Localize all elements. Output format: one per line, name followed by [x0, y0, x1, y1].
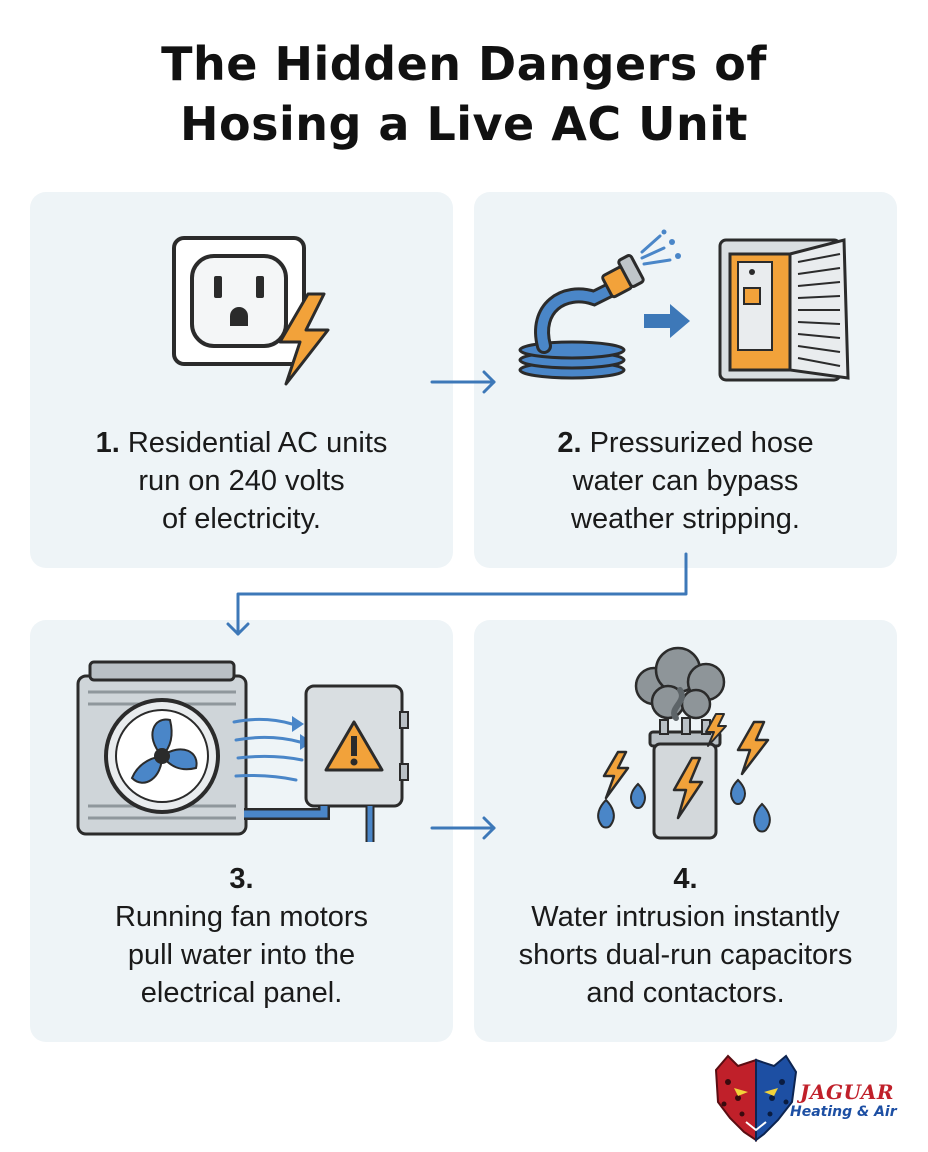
- step-4-line-3: and contactors.: [586, 977, 785, 1009]
- step-card-3: 3. Running fan motors pull water into th…: [30, 620, 453, 1042]
- step-2-line-3: weather stripping.: [571, 503, 800, 535]
- hose-spraying-ac-unit-icon: [518, 229, 850, 382]
- smoking-capacitor-icon: [597, 646, 771, 840]
- step-text-1: 1. Residential AC units run on 240 volts…: [40, 424, 443, 538]
- title-line-2: Hosing a Live AC Unit: [179, 97, 748, 151]
- page-title: The Hidden Dangers of Hosing a Live AC U…: [0, 34, 928, 154]
- jaguar-head-logo-icon: [714, 1054, 798, 1142]
- step-1-line-2: run on 240 volts: [138, 465, 345, 497]
- step-number-4: 4.: [673, 863, 698, 895]
- brand-wordmark: JAGUAR: [800, 1080, 895, 1104]
- step-3-line-1: Running fan motors: [114, 901, 369, 933]
- step-4-line-1: Water intrusion instantly: [531, 901, 840, 933]
- step-4-line-2: shorts dual-run capacitors: [518, 939, 853, 971]
- step-number-1: 1.: [95, 427, 120, 459]
- step-number-3: 3.: [229, 863, 254, 895]
- step-card-4: 4. Water intrusion instantly shorts dual…: [474, 620, 897, 1042]
- step-card-1: 1. Residential AC units run on 240 volts…: [30, 192, 453, 568]
- fan-unit-electrical-panel-icon: [76, 660, 409, 842]
- step-number-2: 2.: [557, 427, 582, 459]
- step-text-2: 2. Pressurized hose water can bypass wea…: [484, 424, 887, 538]
- title-line-1: The Hidden Dangers of: [161, 37, 767, 91]
- step-text-3: 3. Running fan motors pull water into th…: [40, 860, 443, 1012]
- step-3-line-2: pull water into the: [127, 939, 356, 971]
- step-1-line-3: of electricity.: [161, 503, 321, 535]
- step-2-line-2: water can bypass: [572, 465, 799, 497]
- step-1-line-1: Residential AC units: [127, 427, 388, 459]
- brand-logo: JAGUAR Heating & Air: [708, 1052, 908, 1144]
- step-text-4: 4. Water intrusion instantly shorts dual…: [484, 860, 887, 1012]
- step-3-line-3: electrical panel.: [140, 977, 343, 1009]
- brand-tagline: Heating & Air: [790, 1104, 897, 1120]
- step-card-2: 2. Pressurized hose water can bypass wea…: [474, 192, 897, 568]
- step-2-line-1: Pressurized hose: [589, 427, 814, 459]
- outlet-lightning-icon: [172, 236, 330, 386]
